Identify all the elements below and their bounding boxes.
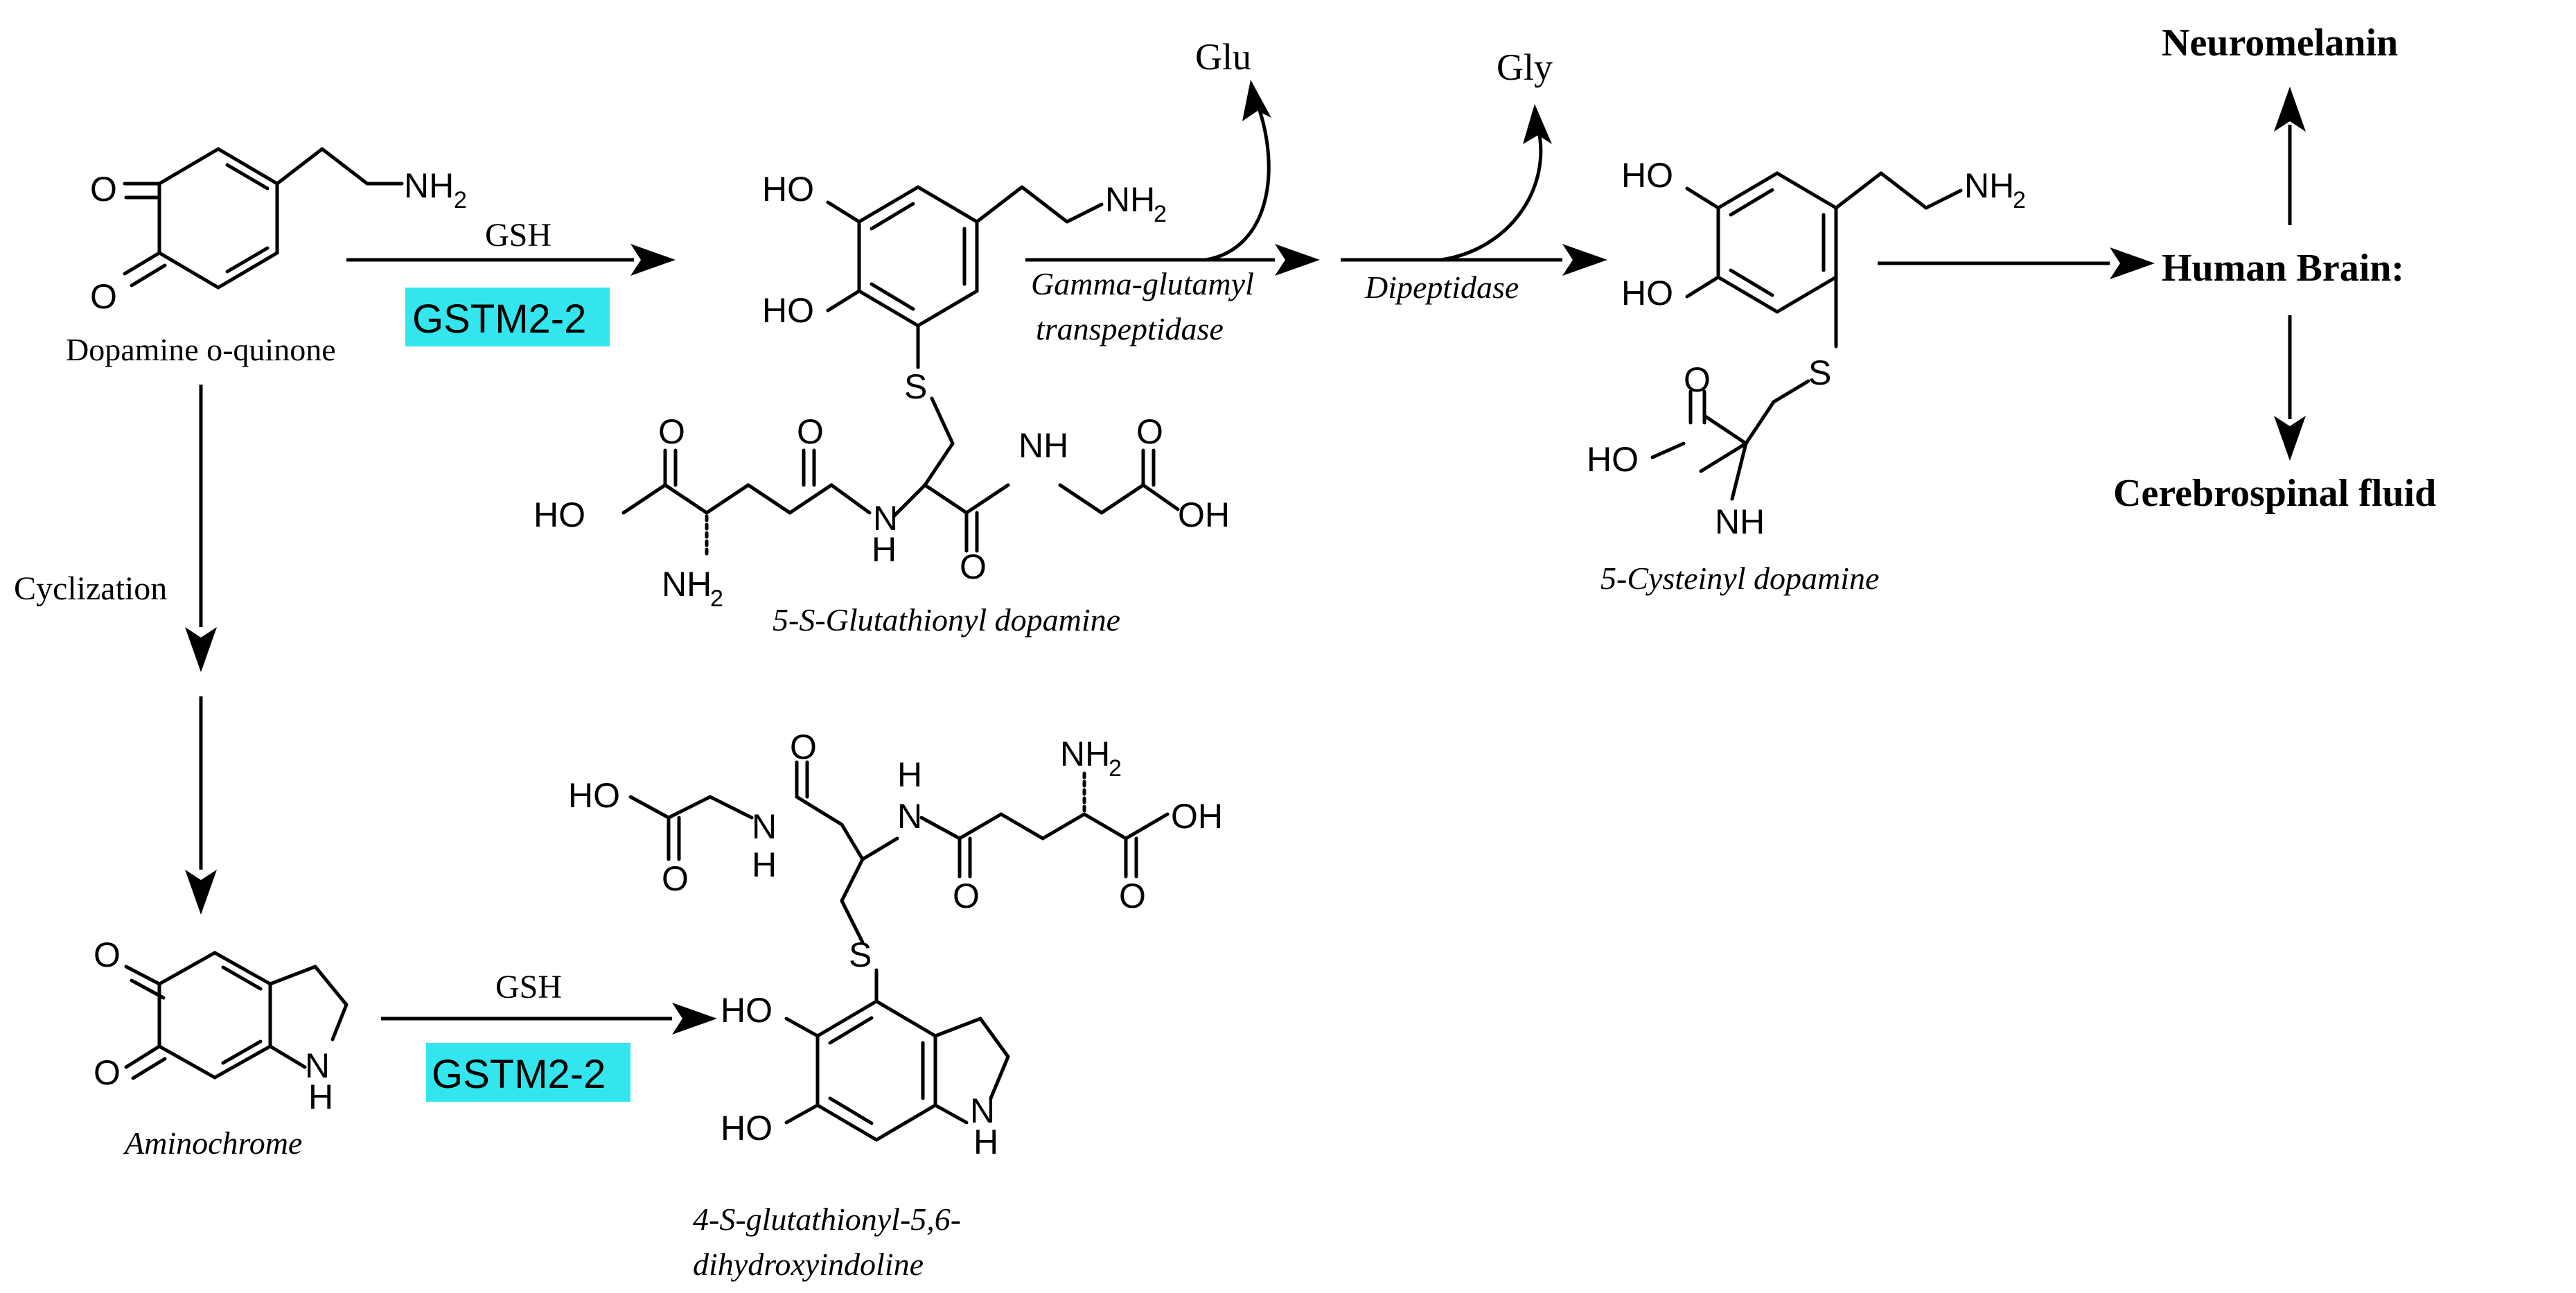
atom-ho: HO <box>1621 156 1673 195</box>
glutathionyl-indoline-structure: S HO HO N H N H O O OH NH 2 N H O O HO <box>568 728 1223 1161</box>
label-cyclization: Cyclization <box>14 570 167 607</box>
atom-s: S <box>1808 353 1831 392</box>
atom-n: N <box>305 1046 330 1085</box>
atom-nh2: NH <box>1964 166 2014 205</box>
enzyme-highlight-top <box>405 288 610 346</box>
arrowhead <box>185 870 217 915</box>
arrowhead <box>1562 244 1607 276</box>
atom-o: O <box>90 170 117 209</box>
atom-h: H <box>973 1123 998 1161</box>
subscript-2: 2 <box>710 586 723 612</box>
label-gsh-bottom: GSH <box>495 969 562 1005</box>
arrowhead <box>2274 87 2306 132</box>
cysteinyl-dopamine-structure: HO HO NH 2 S O HO NH <box>1587 156 2026 541</box>
atom-n: N <box>970 1091 995 1130</box>
atom-ho: HO <box>762 170 814 209</box>
label-indoline-line1: 4-S-glutathionyl-5,6- <box>693 1202 961 1237</box>
atom-ho: HO <box>568 776 620 815</box>
arrowhead <box>2274 416 2306 461</box>
arrow-gly-branch <box>1440 127 1543 262</box>
arrowhead <box>672 1003 717 1035</box>
label-ggt-line1: Gamma-glutamyl <box>1031 266 1254 301</box>
label-ggt-line2: transpeptidase <box>1036 311 1224 346</box>
atom-ho: HO <box>721 1109 773 1147</box>
label-human-brain: Human Brain: <box>2162 247 2404 290</box>
arrow-glu-branch <box>1205 103 1271 262</box>
atom-o: O <box>658 412 685 451</box>
dopamine-quinone-structure: O O NH 2 <box>90 147 467 316</box>
atom-nh2: NH <box>1060 735 1110 773</box>
label-aminochrome: Aminochrome <box>123 1125 302 1161</box>
subscript-2: 2 <box>1154 201 1167 227</box>
atom-oh: OH <box>1178 495 1230 534</box>
label-glutathionyl-dopamine: 5-S-Glutathionyl dopamine <box>773 602 1120 637</box>
atom-ho: HO <box>1587 440 1639 479</box>
atom-n: N <box>873 499 898 538</box>
label-gly: Gly <box>1497 46 1553 88</box>
atom-h: H <box>308 1078 333 1116</box>
atom-s: S <box>904 367 927 406</box>
label-indoline-line2: dihydroxyindoline <box>693 1247 924 1282</box>
atom-nh2: NH <box>1105 180 1155 219</box>
arrowhead <box>185 627 217 672</box>
label-csf: Cerebrospinal fluid <box>2113 472 2436 515</box>
atom-ho: HO <box>721 991 773 1030</box>
atom-o: O <box>953 877 980 915</box>
atom-h: H <box>872 530 897 569</box>
atom-o: O <box>790 728 817 766</box>
label-gsh-top: GSH <box>485 217 552 254</box>
atom-o: O <box>960 547 987 586</box>
subscript-2: 2 <box>454 187 467 213</box>
atom-n: N <box>897 797 922 836</box>
subscript-2: 2 <box>1109 755 1122 782</box>
atom-n: N <box>752 807 777 846</box>
atom-o: O <box>1136 412 1163 451</box>
atom-o: O <box>797 412 824 451</box>
label-glu: Glu <box>1195 36 1251 78</box>
atom-s: S <box>849 935 872 974</box>
atom-oh: OH <box>1171 797 1223 836</box>
aminochrome-structure: O O N H <box>94 935 349 1116</box>
label-cysteinyl-dopamine: 5-Cysteinyl dopamine <box>1600 561 1879 596</box>
arrowhead <box>630 244 676 276</box>
label-dipeptidase: Dipeptidase <box>1364 270 1519 305</box>
atom-ho: HO <box>1621 274 1673 313</box>
label-enzyme-top: GSTM2-2 <box>412 297 586 342</box>
atom-h: H <box>897 755 922 794</box>
atom-o: O <box>94 1053 121 1092</box>
atom-ho: HO <box>762 291 814 330</box>
enzyme-highlight-bottom <box>426 1043 630 1102</box>
label-dopamine-quinone: Dopamine o-quinone <box>66 332 336 367</box>
glutathionyl-dopamine-structure: HO HO NH 2 S N H O O O NH O OH HO NH 2 <box>533 170 1230 612</box>
atom-h: H <box>752 845 777 884</box>
atom-o: O <box>1684 360 1711 399</box>
atom-nh2: NH <box>662 565 712 604</box>
label-enzyme-bottom: GSTM2-2 <box>432 1052 606 1097</box>
label-neuromelanin: Neuromelanin <box>2162 21 2398 64</box>
atom-o: O <box>94 935 121 974</box>
atom-nh: NH <box>1018 426 1068 465</box>
atom-nh: NH <box>1715 502 1765 541</box>
atom-o: O <box>90 277 117 316</box>
arrowhead <box>1275 244 1320 276</box>
arrowhead <box>1523 104 1552 144</box>
atom-nh2: NH <box>404 166 454 205</box>
atom-ho: HO <box>533 495 585 534</box>
subscript-2: 2 <box>2013 187 2026 213</box>
atom-o: O <box>662 859 689 898</box>
arrowhead <box>1242 80 1271 121</box>
arrowhead <box>2110 247 2155 279</box>
atom-o: O <box>1119 877 1146 915</box>
